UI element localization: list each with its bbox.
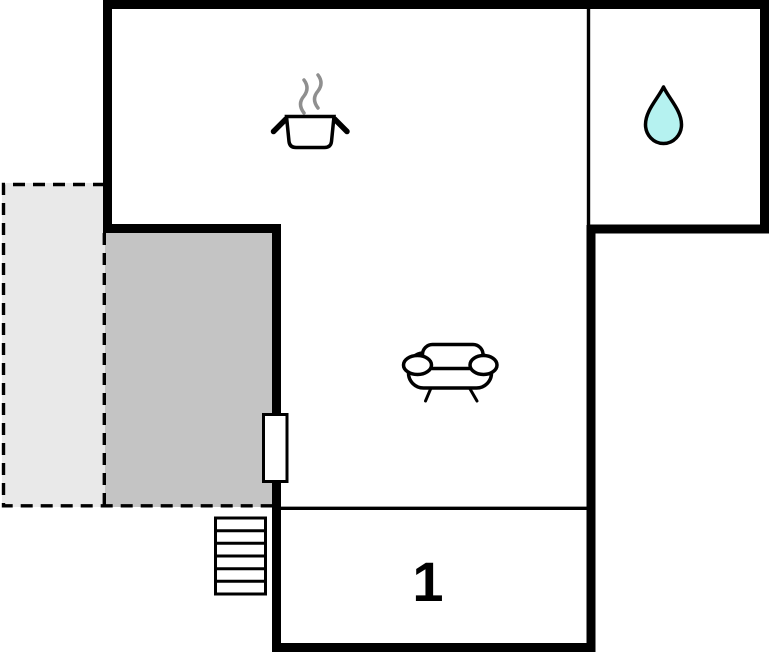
terrace-area (105, 230, 272, 507)
steam-line-left (298, 78, 309, 115)
sofa-armrest-left (401, 353, 434, 377)
interior-walls (279, 9, 591, 510)
annex-dashed-border (1, 182, 272, 508)
sofa-armrest-right (468, 353, 499, 377)
steam-line-right (312, 73, 323, 110)
room-1-label: 1 (412, 550, 443, 613)
pot-handles (270, 116, 350, 135)
door-icon (262, 413, 289, 483)
cooking-pot-icon (270, 73, 350, 150)
water-drop-icon (643, 85, 684, 146)
stairs-treads (215, 529, 266, 583)
pot-body (284, 114, 336, 150)
stairs-icon (214, 516, 267, 596)
sofa-icon (401, 342, 499, 403)
sofa-legs (424, 386, 479, 403)
annex-area (2, 183, 105, 507)
